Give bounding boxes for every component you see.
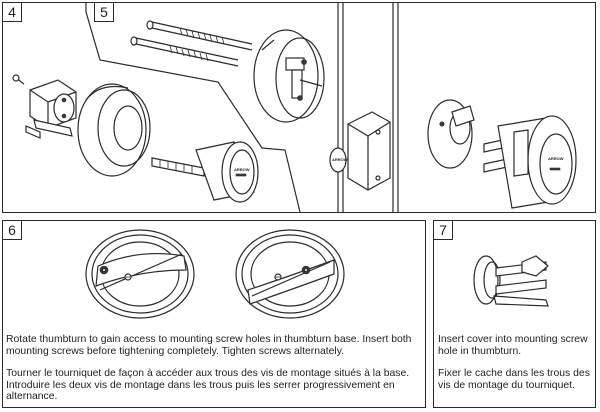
step-4-number: 4 [2, 2, 22, 22]
step4-exterior-rose [77, 83, 151, 177]
step-7-number: 7 [433, 220, 453, 240]
step5-interior-plate [253, 29, 325, 123]
thumbturn-right [235, 229, 345, 319]
step-6-number: 6 [2, 220, 22, 240]
cover-insert [473, 255, 549, 307]
step-5-number: 5 [94, 2, 114, 22]
step5-latch-faceplate: ARROW [329, 111, 391, 191]
step-7-instructions: Insert cover into mounting screw hole in… [438, 334, 592, 391]
right-brand-text: ARROW [548, 156, 564, 161]
cylinder-brand-text: ARROW [234, 167, 250, 172]
step4-cylinder: ARROW [151, 141, 259, 203]
step-7-panel [433, 220, 596, 408]
step-7-text-fr: Fixer le cache dans les trous des vis de… [438, 368, 590, 391]
right-assembly: ARROW [427, 99, 577, 209]
panel-dividers [85, 3, 399, 213]
step-6-panel [2, 220, 426, 408]
step-6-text-fr: Tourner le tourniquet de façon à accéder… [6, 368, 410, 403]
step4-bolt-assembly [12, 74, 77, 139]
step-6-instructions: Rotate thumbturn to gain access to mount… [6, 334, 422, 403]
step-6-text-en: Rotate thumbturn to gain access to mount… [6, 334, 412, 357]
step-7-text-en: Insert cover into mounting screw hole in… [438, 334, 588, 357]
thumbturn-left [85, 229, 195, 319]
faceplate-brand-text: ARROW [332, 157, 348, 162]
step5-mounting-screws [130, 20, 253, 67]
